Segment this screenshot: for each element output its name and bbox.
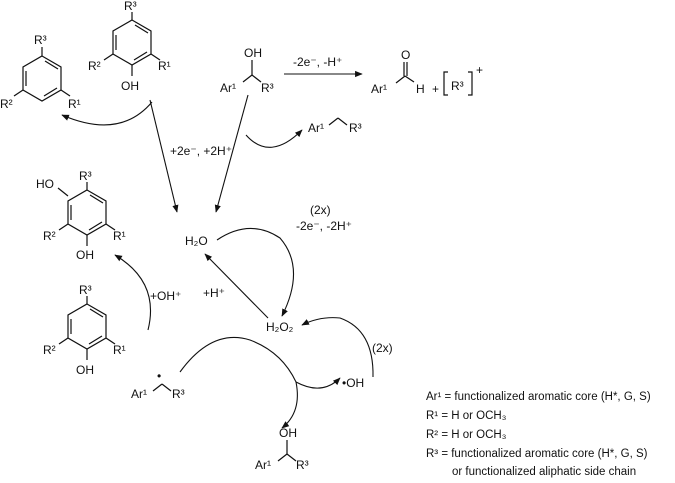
- aryl-label: Ar¹: [220, 81, 236, 95]
- plus-sign: +: [432, 82, 439, 96]
- hydroxylation-arrow: [114, 254, 152, 331]
- substituent-legend: Ar¹ = functionalized aromatic core (H*, …: [426, 391, 651, 478]
- r3-label: R³: [79, 283, 92, 297]
- radical-recombination-arrow: [179, 336, 341, 389]
- r2-label: R²: [0, 97, 13, 111]
- peroxide-to-water-arrow: [204, 253, 269, 319]
- aryl-label: Ar¹: [371, 82, 387, 96]
- benzylic-alcohol-product: OH Ar¹ R³: [255, 426, 309, 472]
- arrow-alcohol-to-water: [214, 94, 249, 213]
- alkyl-arene-product: Ar¹ R³: [308, 117, 362, 135]
- aryl-label: Ar¹: [131, 387, 147, 401]
- legend-r3-line2: or functionalized aliphatic side chain: [452, 466, 636, 478]
- arene-top-left: R³ R¹ R²: [0, 33, 81, 111]
- aryl-label: Ar¹: [255, 458, 271, 472]
- hydroxylation-reagent: +OH⁺: [150, 289, 181, 303]
- oxidation-conditions: -2e⁻, -H⁺: [293, 55, 342, 69]
- radical-dot: •: [157, 369, 161, 383]
- r2-label: R²: [43, 343, 56, 357]
- aryl-label: Ar¹: [308, 121, 324, 135]
- phenol-top: R³ R¹ R² OH: [88, 0, 171, 93]
- hydroxyl-label: OH: [244, 46, 262, 60]
- ho-label: HO: [36, 177, 54, 191]
- r3-label: R³: [172, 387, 185, 401]
- arrow-phenol-to-water: [149, 99, 179, 213]
- r3-label: R³: [261, 81, 274, 95]
- benzylic-radical: • Ar¹ R³: [131, 369, 185, 401]
- hydroxyl-label: OH: [76, 363, 94, 377]
- r3-label: R³: [34, 33, 47, 47]
- legend-ar1: Ar¹ = functionalized aromatic core (H*, …: [426, 391, 651, 403]
- hydroxyl-label: OH: [76, 248, 94, 262]
- r3-label: R³: [124, 0, 137, 13]
- aldehyde-hydrogen: H: [416, 82, 425, 96]
- reduction-arrow-to-alkyl: [245, 129, 303, 148]
- carbocation-product: + R³ +: [432, 63, 483, 96]
- proton-addition: +H⁺: [203, 286, 225, 300]
- benzylic-alcohol-substrate: OH Ar¹ R³: [220, 46, 274, 95]
- legend-r1: R¹ = H or OCH₃: [426, 410, 507, 422]
- hydroxylated-phenol: HO R³ R¹ R² OH: [36, 169, 126, 262]
- r2-label: R²: [88, 59, 101, 73]
- r1-label: R¹: [158, 59, 171, 73]
- peroxide-conditions: -2e⁻, -2H⁺: [296, 219, 352, 233]
- peroxide-multiplier: (2x): [310, 203, 331, 217]
- r3-label: R³: [79, 169, 92, 183]
- r1-label: R¹: [113, 343, 126, 357]
- radical-to-alcohol-arrow: [281, 381, 298, 429]
- aldehyde-oxygen: O: [401, 48, 410, 62]
- r1-label: R¹: [113, 229, 126, 243]
- r2-label: R²: [43, 229, 56, 243]
- hydroxyl-label: OH: [121, 79, 139, 93]
- cation-charge: +: [476, 63, 483, 77]
- hydrogen-peroxide-label: H₂O₂: [266, 320, 294, 334]
- r3-cation-label: R³: [451, 79, 464, 93]
- hydroxyl-to-peroxide-arrow: [301, 317, 374, 378]
- r1-label: R¹: [68, 97, 81, 111]
- hydroxyl-label: OH: [279, 426, 297, 440]
- reduction-conditions: +2e⁻, +2H⁺: [170, 144, 232, 158]
- aldehyde-product: O Ar¹ H: [371, 48, 425, 96]
- legend-r2: R² = H or OCH₃: [426, 429, 507, 441]
- hydroxyl-radical-label: •OH: [342, 376, 364, 390]
- water-label: H₂O: [185, 234, 208, 248]
- hydroxyl-multiplier: (2x): [372, 341, 393, 355]
- water-to-peroxide-arrow: [216, 227, 295, 317]
- phenol-lower: R³ R¹ R² OH: [43, 283, 126, 377]
- reduction-arrow-to-arene: [61, 101, 153, 126]
- legend-r3-line1: R³ = functionalized aromatic core (H*, G…: [426, 448, 648, 460]
- r3-label: R³: [349, 121, 362, 135]
- r3-label: R³: [296, 458, 309, 472]
